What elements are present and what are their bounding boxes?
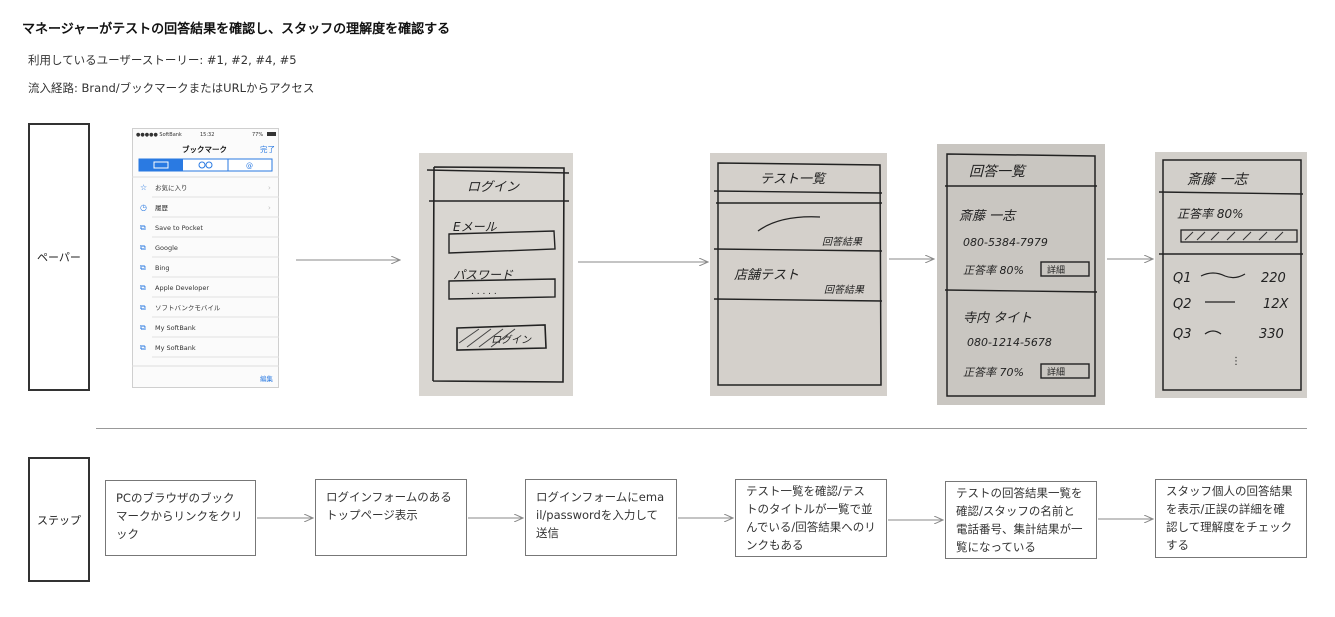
sketch-email-label: Eメール [453, 220, 498, 234]
step-3: ログインフォームにemail/passwordを入力して送信 [525, 479, 677, 556]
step-2: ログインフォームのあるトップページ表示 [315, 479, 467, 556]
sketch-score-1: 正答率 80% [963, 264, 1024, 277]
step-6: スタッフ個人の回答結果を表示/正誤の詳細を確認して理解度をチェックする [1155, 479, 1307, 558]
sketch-q1: Q1 [1173, 271, 1192, 286]
book-icon: ⧉ [140, 283, 146, 292]
lane-paper: ペーパー [28, 123, 90, 391]
phone-bookmark-row[interactable]: ⧉ My SoftBank [140, 343, 279, 358]
reading-list-tab-icon [198, 161, 213, 169]
sketch-name-2: 寺内 タイト [963, 311, 1032, 326]
step-5: テストの回答結果一覧を確認/スタッフの名前と電話番号、集計結果が一覧になっている [945, 481, 1097, 559]
sketch-q3: Q3 [1173, 327, 1192, 342]
sketch-email-field [448, 230, 556, 254]
phone-bookmark-label: Google [155, 244, 178, 252]
lane-paper-label: ペーパー [37, 251, 81, 264]
lane-divider [96, 428, 1307, 429]
sketch-result-link-2: 回答結果 [824, 284, 865, 296]
sketch-test-list: テスト一覧 回答結果 店舗テスト 回答結果 [710, 153, 887, 396]
phone-bookmark-row[interactable]: ⧉ ソフトバンクモバイル [140, 303, 279, 318]
sketch-a1: 220 [1261, 271, 1286, 286]
phone-bookmark-label: My SoftBank [155, 324, 196, 332]
phone-battery: 77% [252, 132, 263, 138]
lane-step-label: ステップ [37, 513, 81, 527]
sketch-a3: 330 [1259, 327, 1284, 342]
phone-bookmark-label: お気に入り [155, 183, 188, 192]
shared-links-tab-icon: @ [246, 162, 253, 170]
phone-done-button: 完了 [260, 144, 275, 154]
phone-bookmark-row[interactable]: ☆ お気に入り › [140, 183, 279, 198]
sketch-login-page: ログイン Eメール パスワード . . . . . ログイン [419, 153, 573, 396]
sketch-detail-score: 正答率 80% [1177, 207, 1244, 221]
sketch-password-label: パスワード [453, 268, 514, 282]
sketch-detail-tag-1: 詳細 [1047, 264, 1065, 276]
phone-bookmark-label: ソフトバンクモバイル [155, 304, 221, 312]
clock-icon: ◷ [140, 203, 147, 212]
book-tab-icon [153, 161, 169, 169]
phone-edit-button: 編集 [260, 374, 274, 383]
phone-carrier: ●●●●● SoftBank [136, 132, 182, 138]
sketch-password-field [448, 278, 556, 300]
phone-bookmark-label: Bing [155, 264, 170, 272]
phone-bookmark-label: Apple Developer [155, 284, 209, 292]
phone-bookmark-label: Save to Pocket [155, 224, 203, 232]
phone-bookmark-row[interactable]: ⧉ Apple Developer [140, 283, 279, 298]
book-icon: ⧉ [140, 323, 146, 332]
book-icon: ⧉ [140, 223, 146, 232]
sketch-name-1: 斎藤 一志 [959, 208, 1017, 224]
sketch-test-list-header: テスト一覧 [760, 172, 827, 187]
sketch-score-2: 正答率 70% [963, 366, 1024, 379]
chevron-right-icon: › [268, 184, 271, 192]
svg-text:. . . . .: . . . . . [471, 287, 497, 297]
sketch-login-button-label: ログイン [491, 334, 532, 346]
book-icon: ⧉ [140, 343, 146, 352]
sketch-phone-2: 080-1214-5678 [967, 336, 1052, 349]
sketch-result-link-1: 回答結果 [822, 236, 863, 248]
entry-route: 流入経路: Brand/ブックマークまたはURLからアクセス [28, 81, 315, 95]
sketch-detail-tag-2: 詳細 [1047, 366, 1065, 378]
chevron-right-icon: › [268, 204, 271, 212]
sketch-detail-header: 斎藤 一志 [1187, 172, 1249, 188]
phone-bookmark-row[interactable]: ◷ 履歴 › [140, 203, 279, 218]
phone-bookmark-label: 履歴 [155, 204, 169, 212]
book-icon: ⧉ [140, 263, 146, 272]
book-icon: ⧉ [140, 243, 146, 252]
sketch-answer-header: 回答一覧 [969, 164, 1027, 180]
phone-time: 15:32 [200, 132, 214, 138]
phone-bookmark-screenshot: ●●●●● SoftBank 15:32 77% ブックマーク 完了 @ ☆ お気… [132, 128, 279, 388]
phone-bookmark-row[interactable]: ⧉ Save to Pocket [140, 223, 279, 238]
sketch-login-button [456, 324, 547, 351]
step-4: テスト一覧を確認/テストのタイトルが一覧で並んでいる/回答結果へのリンクもある [735, 479, 887, 557]
book-icon: ⧉ [140, 303, 146, 312]
sketch-test-item: 店舗テスト [734, 268, 799, 283]
user-stories: 利用しているユーザーストーリー: #1, #2, #4, #5 [28, 53, 297, 67]
lane-step: ステップ [28, 457, 90, 582]
sketch-q2: Q2 [1173, 297, 1192, 312]
step-1: PCのブラウザのブックマークからリンクをクリック [105, 480, 256, 556]
phone-header-title: ブックマーク [182, 144, 227, 154]
page-title: マネージャーがテストの回答結果を確認し、スタッフの理解度を確認する [22, 22, 451, 37]
sketch-staff-detail: 斎藤 一志 正答率 80% Q1 220 Q2 12X Q3 330 ⋮ [1155, 152, 1307, 398]
phone-bookmark-row[interactable]: ⧉ My SoftBank [140, 323, 279, 338]
phone-bookmark-row[interactable]: ⧉ Google [140, 243, 279, 258]
sketch-a2: 12X [1263, 297, 1290, 312]
phone-bookmark-label: My SoftBank [155, 344, 196, 352]
sketch-phone-1: 080-5384-7979 [963, 236, 1048, 249]
star-icon: ☆ [140, 183, 147, 192]
sketch-login-header: ログイン [467, 180, 520, 195]
svg-text:⋮: ⋮ [1231, 356, 1241, 367]
phone-bookmark-row[interactable]: ⧉ Bing [140, 263, 279, 278]
sketch-answer-list: 回答一覧 斎藤 一志 080-5384-7979 正答率 80% 詳細 寺内 タ… [937, 144, 1105, 405]
